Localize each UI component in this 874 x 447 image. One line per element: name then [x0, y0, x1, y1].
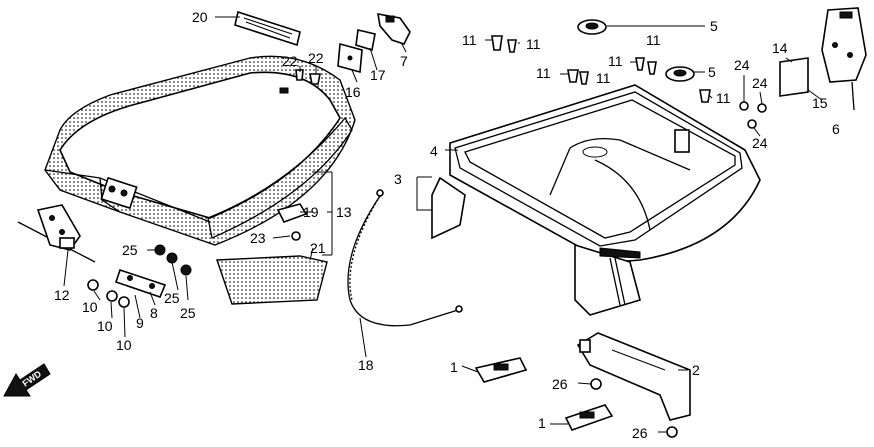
callout-11: 11	[462, 32, 477, 48]
callout-22: 22	[282, 53, 298, 69]
callout-24: 24	[734, 57, 750, 73]
callout-25: 25	[180, 305, 196, 321]
leader-lines	[63, 16, 823, 433]
callout-12: 12	[54, 287, 70, 303]
callout-13: 13	[336, 204, 352, 220]
callout-7: 7	[400, 53, 408, 69]
hinge-7-icon	[377, 13, 411, 45]
callout-17: 17	[370, 67, 386, 83]
cable-18-icon	[347, 189, 463, 327]
callout-9: 9	[136, 315, 144, 331]
callout-14: 14	[772, 40, 788, 56]
callout-1: 1	[450, 359, 458, 375]
callout-10: 10	[82, 299, 98, 315]
lid-slot-icon	[279, 87, 289, 94]
callout-1: 1	[538, 415, 546, 431]
grommet-5-icon	[577, 19, 607, 35]
callout-11: 11	[536, 65, 551, 81]
callout-25: 25	[122, 242, 138, 258]
callout-23: 23	[250, 230, 266, 246]
callout-11: 11	[608, 53, 623, 69]
callout-6: 6	[832, 121, 840, 137]
trunk-lid	[44, 55, 356, 246]
nut-10-icons	[87, 279, 130, 308]
callout-3: 3	[394, 171, 402, 187]
callout-16: 16	[345, 84, 361, 100]
plate-9-icon	[114, 268, 167, 298]
fwd-arrow-icon: FWD	[3, 363, 51, 397]
bracket-2-icon	[576, 332, 691, 421]
plate-14-icon	[779, 57, 809, 97]
callout-5: 5	[710, 18, 718, 34]
callout-11: 11	[526, 36, 541, 52]
callout-24: 24	[752, 75, 768, 91]
latch-strip-20-icon	[234, 10, 301, 47]
trunk-box	[431, 84, 761, 316]
pad-21-icon	[216, 255, 328, 305]
callout-8: 8	[150, 305, 158, 321]
bracket-1b-icon	[564, 404, 614, 431]
callout-15: 15	[812, 95, 828, 111]
callout-5: 5	[708, 64, 716, 80]
bracket-1a-icon	[474, 357, 528, 383]
callout-19: 19	[303, 204, 319, 220]
callout-18: 18	[358, 357, 374, 373]
callout-10: 10	[116, 337, 132, 353]
callout-25: 25	[164, 290, 180, 306]
grommet-5b-icon	[665, 66, 695, 82]
callout-21: 21	[310, 240, 326, 256]
washer-24-icons	[739, 101, 767, 129]
callout-22: 22	[308, 50, 324, 66]
callout-2: 2	[692, 362, 700, 378]
callout-11: 11	[646, 32, 661, 48]
screw-11-icons	[491, 35, 711, 103]
callout-10: 10	[97, 318, 113, 334]
screw-22-icon	[295, 69, 321, 85]
hinge-6-icon	[821, 7, 867, 111]
nut-25-icons	[154, 244, 192, 276]
clip-17-icon	[355, 29, 376, 52]
callout-26: 26	[552, 376, 568, 392]
callout-26: 26	[632, 425, 648, 441]
clip-19-icon	[276, 203, 308, 241]
hinge-12-icon	[17, 204, 96, 263]
nut-26-icons	[590, 378, 678, 438]
plate-16-icon	[337, 42, 363, 74]
callout-11: 11	[596, 70, 611, 86]
callout-20: 20	[192, 9, 208, 25]
callout-4: 4	[430, 143, 438, 159]
callout-24: 24	[752, 135, 768, 151]
callout-11: 11	[716, 90, 731, 106]
callout-numbers: 20 22 22 16 17 7 13 19 23 21 25 25 25 8 …	[54, 9, 840, 441]
lid-lock-icon	[100, 176, 138, 210]
